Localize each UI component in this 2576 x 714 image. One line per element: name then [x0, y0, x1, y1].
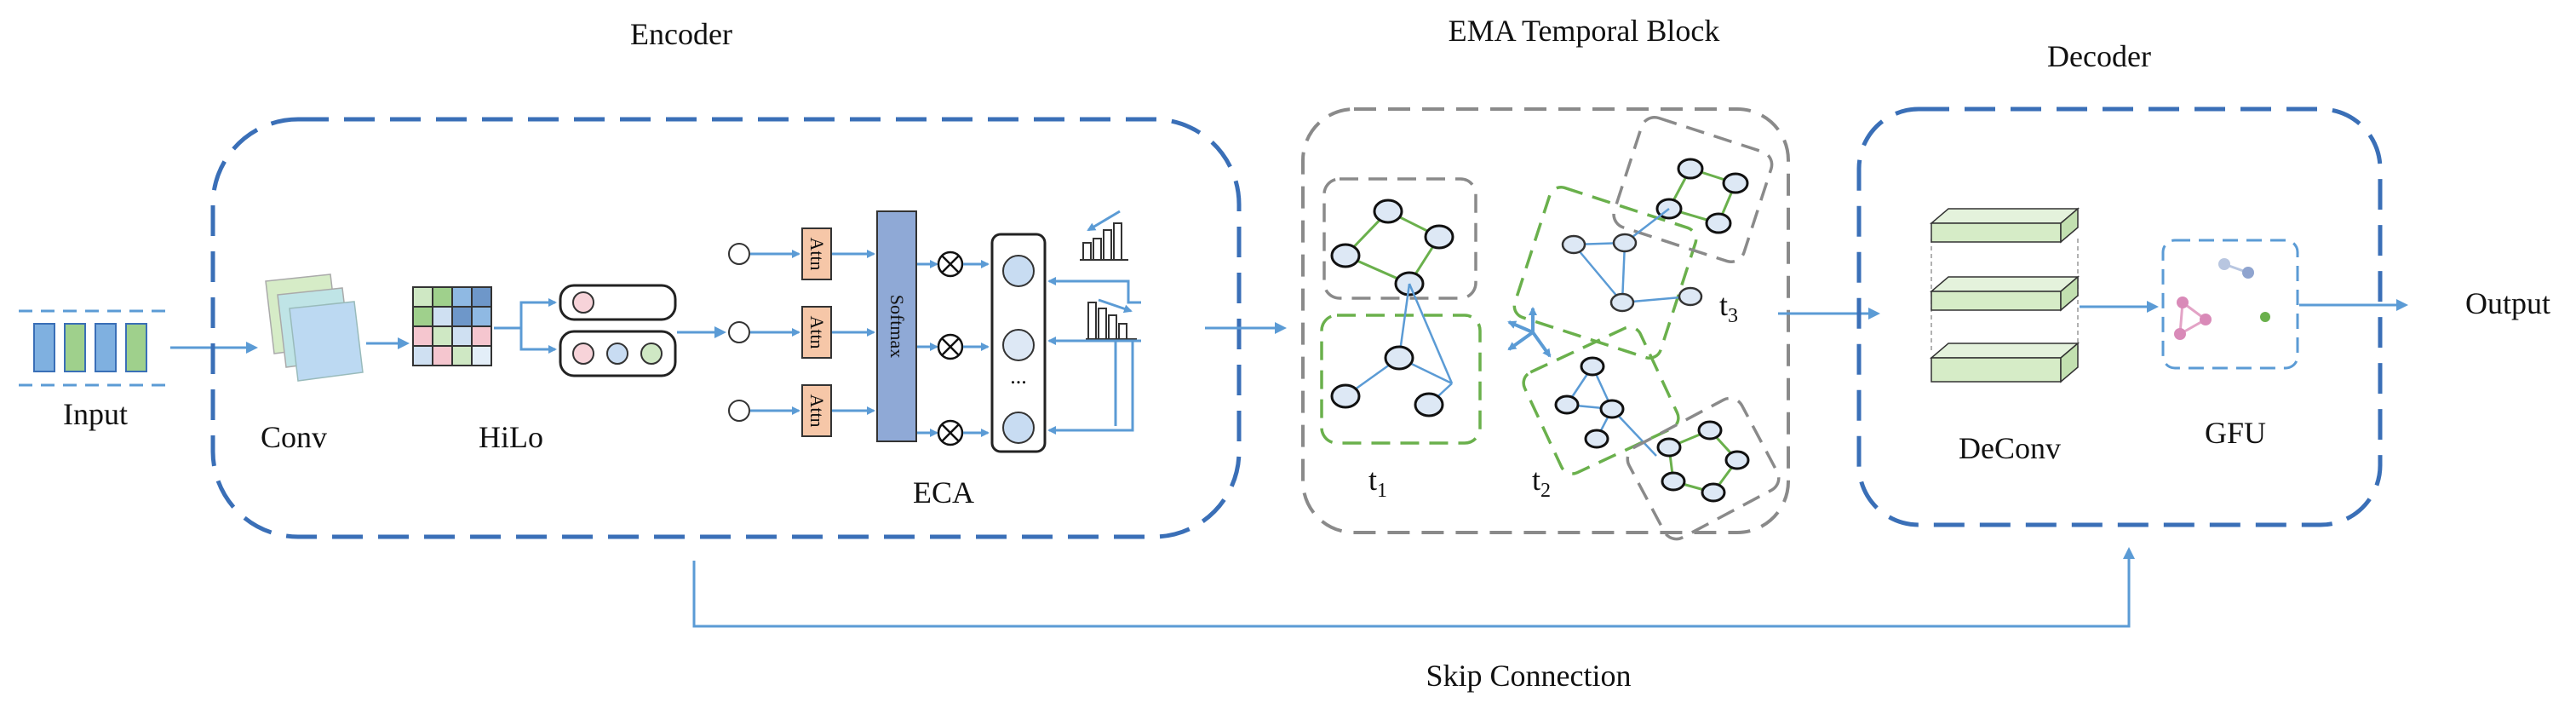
attn-box-3: Attn: [801, 384, 832, 437]
t2-green-frame: [1522, 325, 1680, 475]
hilo-tokens-top: [559, 284, 677, 321]
softmax-to-mult-arrows: [917, 260, 938, 437]
deconv-label: DeConv: [1959, 431, 2061, 465]
input-block: [19, 309, 169, 387]
deconv-stack: [1929, 207, 2080, 383]
gfu-label: GFU: [2205, 416, 2266, 450]
hilo-label: HiLo: [479, 420, 543, 454]
decoder-title: Decoder: [2047, 39, 2151, 73]
four-way-arrow-icon: [1507, 307, 1552, 358]
softmax-label: Softmax: [886, 295, 908, 359]
t2-label: t2: [1532, 463, 1551, 502]
ellipsis-label: ...: [1010, 364, 1027, 389]
gfu-block: [2161, 239, 2299, 370]
skip-connection-line: [692, 547, 2135, 628]
eca-label: ECA: [913, 475, 974, 510]
hilo-tokens-bottom: [559, 330, 677, 377]
bar-chart-icon-1: [1080, 222, 1128, 261]
output-label: Output: [2465, 286, 2550, 320]
skip-connection-label: Skip Connection: [1426, 659, 1632, 693]
t2-gray-graph: [1626, 396, 1781, 541]
attn-box-1: Attn: [801, 227, 832, 280]
eca-feedback-arrows: [1047, 277, 1141, 435]
multiply-icon-3: [937, 419, 964, 446]
t3-green-frame: [1512, 185, 1698, 360]
attn-label-2: Attn: [806, 315, 828, 348]
eca-input-nodes: [728, 243, 750, 422]
eca-input-arrows: [750, 250, 800, 415]
t2-blue-graph: [1554, 356, 1657, 457]
attn-box-2: Attn: [801, 306, 832, 359]
hilo-grid: [412, 286, 492, 366]
temporal-block-box: [1301, 107, 1790, 534]
encoder-title: Encoder: [630, 17, 732, 51]
temporal-block-title: EMA Temporal Block: [1449, 14, 1720, 48]
hilo-branch-arrows: [494, 298, 557, 354]
mult-to-vector-arrows: [963, 260, 990, 437]
conv-label: Conv: [261, 420, 327, 454]
attn-label-3: Attn: [806, 394, 828, 427]
input-label: Input: [63, 397, 128, 431]
conv-stack: [265, 274, 364, 382]
attn-to-softmax-arrows: [832, 250, 875, 415]
multiply-icon-2: [937, 333, 964, 360]
t3-label: t3: [1719, 288, 1738, 327]
t1-upper-graph: [1322, 177, 1477, 300]
softmax-block: [876, 210, 917, 442]
t3-blue-graph: [1561, 208, 1703, 313]
t3-upper-graph: [1612, 115, 1774, 263]
eca-output-vector: [990, 233, 1047, 453]
attn-label-1: Attn: [806, 237, 828, 270]
multiply-icon-1: [937, 250, 964, 278]
bar-chart-arrow-1: [1087, 210, 1121, 232]
t1-lower-graph: [1320, 283, 1482, 445]
t1-label: t1: [1368, 463, 1387, 502]
bar-chart-icon-2: [1086, 302, 1137, 340]
decoder-box: [1856, 107, 2383, 527]
encoder-box: [210, 117, 1242, 539]
bar-chart-arrow-2: [1098, 298, 1133, 314]
